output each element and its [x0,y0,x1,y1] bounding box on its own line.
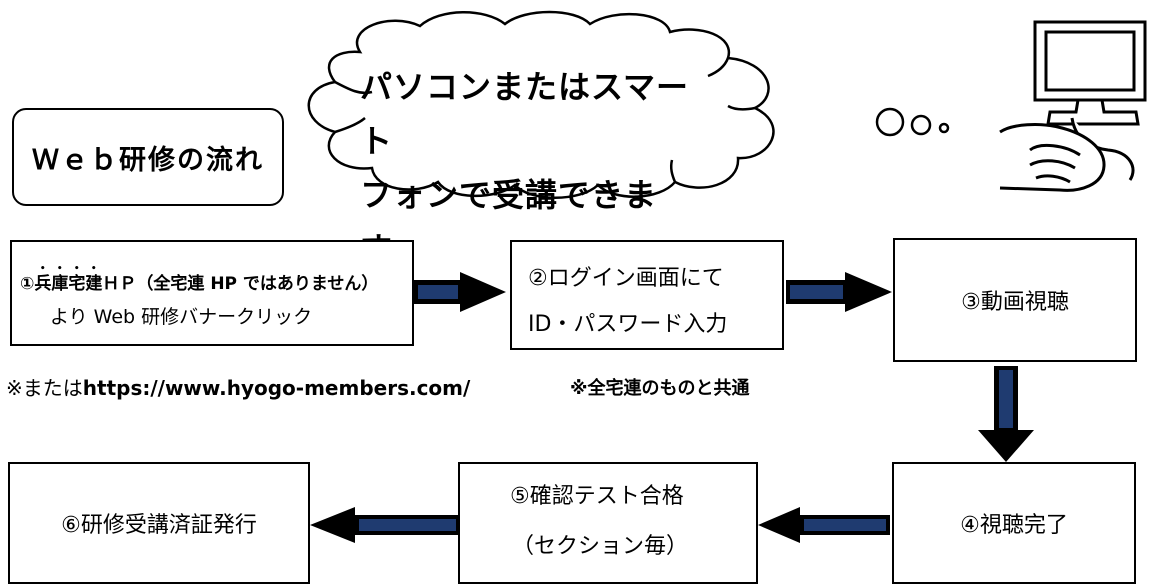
step-3-label: ③動画視聴 [961,290,1069,315]
arrow-right-icon [414,272,506,312]
step-4-label: ④視聴完了 [960,513,1068,538]
thought-bubble-icon [875,107,950,137]
step-6-box: ⑥研修受講済証発行 [8,462,310,584]
url-note: ※またはhttps://www.hyogo-members.com/ [6,372,470,401]
step-6-label: ⑥研修受講済証発行 [61,513,257,538]
step-1-emphasis: 兵庫宅建 [34,274,103,294]
step-3-box: ③動画視聴 [893,238,1137,362]
arrow-right-icon [786,272,892,312]
step-2-box: ②ログイン画面にて ID・パスワード入力 [510,240,784,350]
cloud-icon [307,10,775,199]
step-5-line-1: ⑤確認テスト合格 [510,484,684,509]
arrow-left-icon [758,507,890,543]
step-2-line-2: ID・パスワード入力 [528,312,728,337]
step-1-box: ①兵庫宅建ＨＰ（全宅連 HP ではありません） より Web 研修バナークリック [10,240,414,346]
url-note-prefix: ※または [6,376,83,400]
step-1-rest: ＨＰ（全宅連 HP ではありません） [102,274,379,294]
url-link[interactable]: https://www.hyogo-members.com/ [82,376,471,400]
cloud-line-1: パソコンまたはスマート [360,68,690,160]
step-5-line-2: （セクション毎） [512,534,689,559]
step-2-line-1: ②ログイン画面にて [528,266,724,291]
arrow-down-icon [978,366,1034,462]
step-1-number: ① [20,274,35,294]
computer-monitor-icon [1033,20,1147,126]
hand-mouse-icon [999,117,1135,192]
step-5-box: ⑤確認テスト合格 （セクション毎） [458,462,758,584]
arrow-left-icon [310,507,460,543]
page-title: Ｗｅｂ研修の流れ [12,108,284,206]
step-4-box: ④視聴完了 [892,462,1136,584]
cloud-message: パソコンまたはスマート フォンで受講できます。 [360,60,690,276]
step-1-line-1: ①兵庫宅建ＨＰ（全宅連 HP ではありません） [20,264,378,294]
step-1-line-2: より Web 研修バナークリック [50,306,313,328]
common-note: ※全宅連のものと共通 [570,378,750,399]
